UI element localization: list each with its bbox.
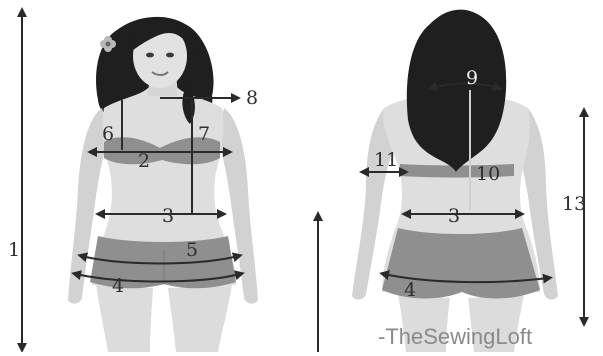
label-11: 11 [374,149,398,171]
right-eye [166,53,174,58]
label-9: 9 [466,67,478,89]
front-left-leg [96,285,153,352]
watermark: -TheSewingLoft [378,324,532,349]
label-7: 7 [198,123,210,145]
label-8: 8 [246,87,258,109]
label-3-back: 3 [448,205,460,227]
front-right-leg [168,285,232,352]
label-3-front: 3 [162,205,174,227]
label-10: 10 [476,163,500,185]
label-5: 5 [186,239,198,261]
label-4-front: 4 [112,275,124,297]
front-figure [68,17,258,352]
label-1: 1 [8,239,20,261]
back-figure [352,10,558,352]
left-eye [146,53,154,58]
label-2: 2 [138,150,150,172]
label-4-back: 4 [404,279,416,301]
label-6: 6 [102,123,114,145]
label-13: 13 [562,193,586,215]
